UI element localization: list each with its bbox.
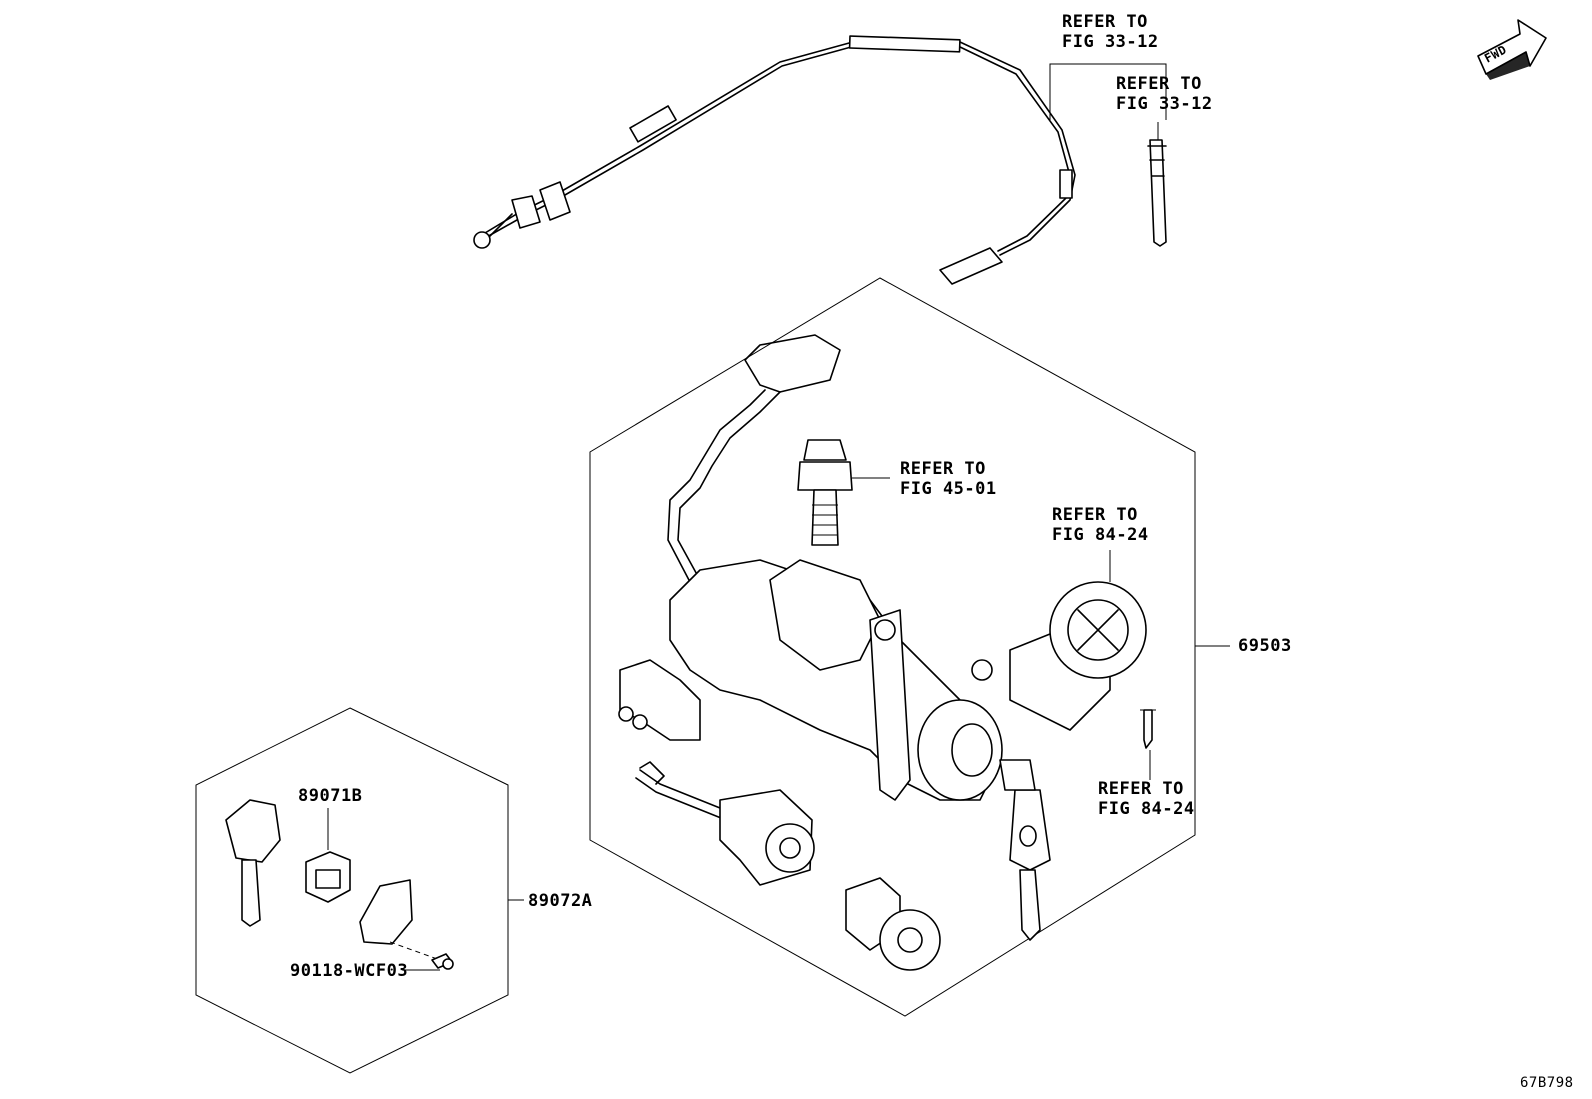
- transponder-chip: [305, 851, 351, 903]
- hex-89072a: [195, 707, 509, 1074]
- key-screw: [431, 953, 454, 970]
- refer-label-45-01: REFER TO FIG 45-01: [900, 459, 997, 499]
- fwd-arrow-icon: [1477, 19, 1547, 80]
- key-blank: [225, 799, 281, 927]
- cable-clip: [1147, 139, 1167, 247]
- hex-69503: [589, 277, 1196, 1017]
- refer-label-84-24-a: REFER TO FIG 84-24: [1052, 505, 1149, 545]
- trunk-lock-cylinder: [845, 877, 941, 971]
- figure-code: 67B798: [1520, 1075, 1574, 1091]
- door-lock-cylinder: [635, 761, 815, 886]
- part-number-90118: 90118-WCF03: [290, 961, 409, 981]
- transponder-ring: [1009, 581, 1147, 731]
- lock-bolt: [797, 439, 853, 546]
- refer-label-33-12-a: REFER TO FIG 33-12: [1062, 12, 1159, 52]
- refer-label-84-24-b: REFER TO FIG 84-24: [1098, 779, 1195, 819]
- part-number-89072a: 89072A: [528, 891, 593, 911]
- refer-bracket: [1049, 63, 1167, 120]
- key: [999, 759, 1051, 941]
- small-screw: [1140, 709, 1156, 749]
- ignition-switch: [618, 334, 1003, 801]
- refer-label-33-12-b: REFER TO FIG 33-12: [1116, 74, 1213, 114]
- dashed-line: [389, 941, 441, 961]
- key-cover: [359, 879, 413, 945]
- part-number-69503: 69503: [1238, 636, 1292, 656]
- part-number-89071b: 89071B: [298, 786, 363, 806]
- cable-assembly: [473, 35, 1076, 285]
